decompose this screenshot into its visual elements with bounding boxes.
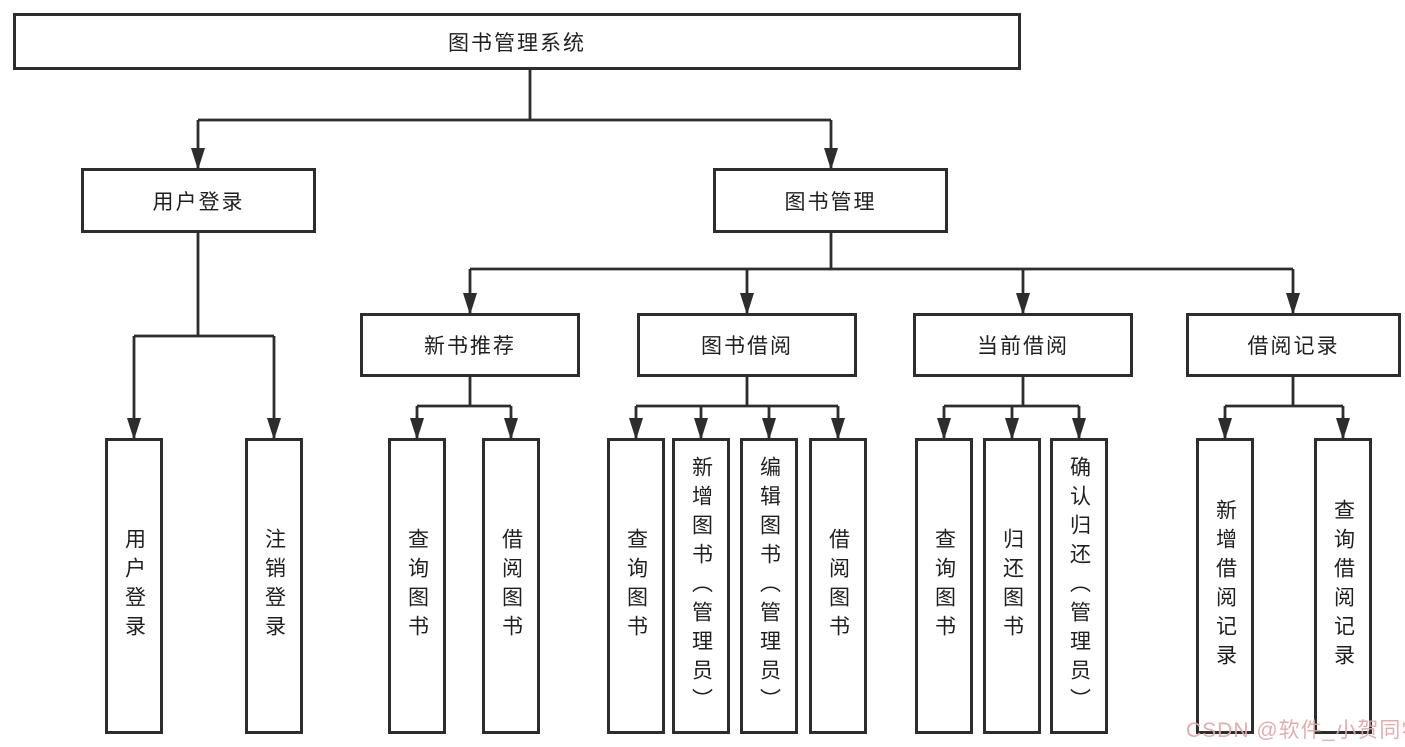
connector-current-to-leaves bbox=[937, 377, 1086, 440]
node-borrowing-records: 借阅记录 bbox=[1186, 313, 1401, 377]
node-logout-leaf: 注销登录 bbox=[245, 438, 303, 734]
connector-userlogin-to-leaves bbox=[127, 233, 281, 440]
node-user-login-leaf: 用户登录 bbox=[105, 438, 163, 734]
connector-borrowing-to-leaves bbox=[629, 377, 845, 440]
node-query-books-recommend: 查询图书 bbox=[388, 438, 446, 734]
node-return-books: 归还图书 bbox=[983, 438, 1041, 734]
node-add-borrow-record: 新增借阅记录 bbox=[1196, 438, 1254, 734]
node-query-borrow-record: 查询借阅记录 bbox=[1314, 438, 1372, 734]
node-borrow-books-recommend: 借阅图书 bbox=[482, 438, 540, 734]
node-borrow-books-borrowing: 借阅图书 bbox=[809, 438, 867, 734]
node-library-management-system: 图书管理系统 bbox=[13, 13, 1021, 70]
connector-newbook-to-leaves bbox=[410, 377, 518, 440]
connector-bookmgmt-to-level3 bbox=[463, 233, 1300, 315]
node-user-login: 用户登录 bbox=[81, 168, 316, 233]
node-new-book-recommendation: 新书推荐 bbox=[360, 313, 580, 377]
node-book-management: 图书管理 bbox=[713, 168, 948, 233]
node-current-borrowing: 当前借阅 bbox=[913, 313, 1133, 377]
node-query-books-borrowing: 查询图书 bbox=[607, 438, 665, 734]
node-query-books-current: 查询图书 bbox=[915, 438, 973, 734]
node-book-borrowing: 图书借阅 bbox=[637, 313, 857, 377]
node-confirm-return-admin: 确认归还（管理员） bbox=[1050, 438, 1108, 734]
csdn-watermark: CSDN @软件_小贺同学 bbox=[1186, 719, 1405, 742]
node-edit-books-admin: 编辑图书（管理员） bbox=[740, 438, 798, 734]
node-add-books-admin: 新增图书（管理员） bbox=[672, 438, 730, 734]
connector-root-to-level2 bbox=[191, 70, 838, 170]
connector-records-to-leaves bbox=[1218, 377, 1350, 440]
